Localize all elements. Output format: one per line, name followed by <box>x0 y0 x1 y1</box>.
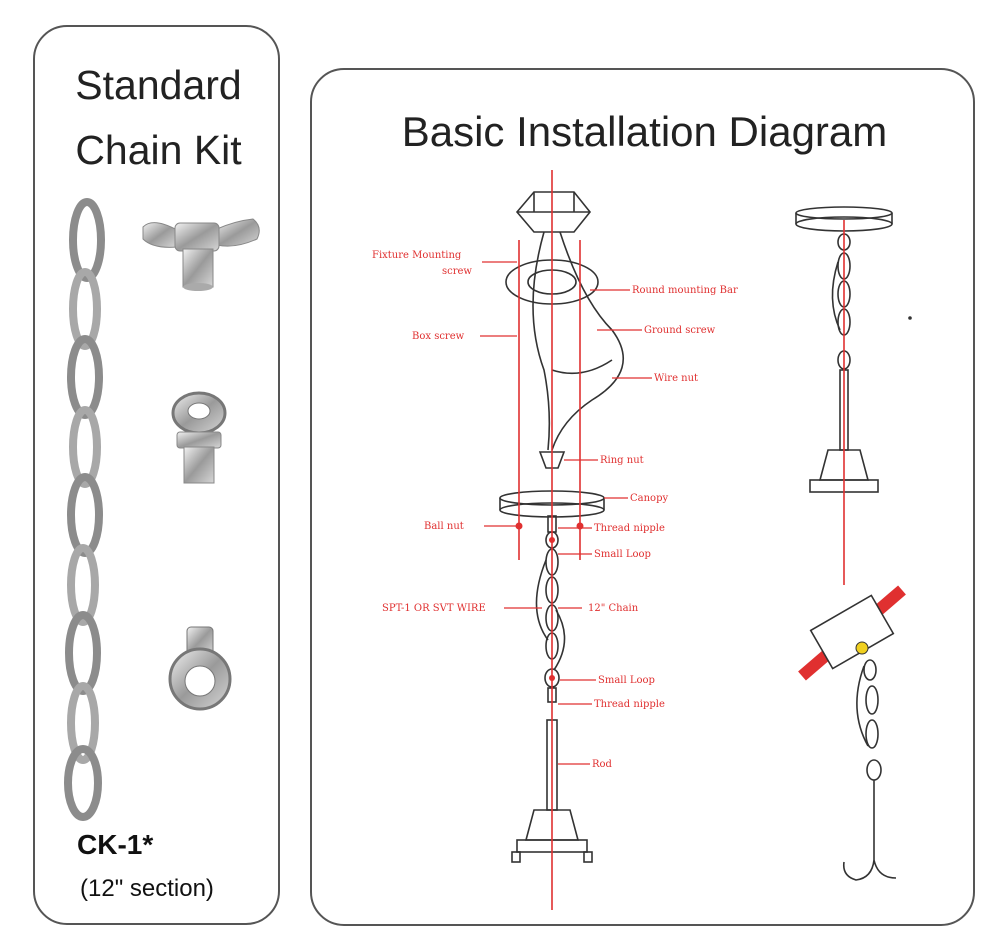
label-ground-screw: Ground screw <box>644 325 716 336</box>
label-wire-nut: Wire nut <box>654 373 698 384</box>
stray-dot <box>908 316 912 320</box>
label-canopy: Canopy <box>630 493 668 504</box>
label-box-screw: Box screw <box>412 331 465 342</box>
chain-link <box>69 198 105 282</box>
chain-link <box>67 682 99 764</box>
kit-title-line2: Chain Kit <box>75 127 242 173</box>
label-fixture-mounting-screw-2: screw <box>442 266 472 277</box>
chain-kit-panel: Standard Chain Kit <box>33 25 280 925</box>
label-thread-nipple-bottom: Thread nipple <box>594 699 665 710</box>
chain-link <box>69 268 101 350</box>
chain-link <box>67 473 103 557</box>
kit-section-length: (12" section) <box>80 875 214 902</box>
small-loop-part <box>171 391 227 484</box>
label-small-loop-top: Small Loop <box>594 549 651 560</box>
kit-title-line1: Standard <box>75 62 242 108</box>
label-round-mounting-bar: Round mounting Bar <box>632 285 738 296</box>
chain-link <box>67 335 103 419</box>
chain-kit-illustration <box>64 198 260 821</box>
label-thread-nipple-top: Thread nipple <box>594 523 665 534</box>
label-ball-nut: Ball nut <box>424 521 464 532</box>
hook-detail <box>798 585 906 881</box>
installation-diagram: Fixture Mounting screw Round mounting Ba… <box>372 170 912 910</box>
label-leaders <box>480 261 652 765</box>
label-small-loop-bottom: Small Loop <box>598 675 655 686</box>
ring-loop-part <box>168 626 232 711</box>
label-fixture-mounting-screw-1: Fixture Mounting <box>372 250 462 261</box>
label-dots <box>515 522 584 681</box>
label-ring-nut: Ring nut <box>600 455 644 466</box>
chain-links <box>64 198 105 821</box>
chain-link <box>64 745 102 821</box>
label-chain: 12" Chain <box>588 603 639 614</box>
kit-code: CK-1* <box>77 829 154 860</box>
chain-link <box>69 406 101 488</box>
diagram-title: Basic Installation Diagram <box>401 108 888 155</box>
label-rod: Rod <box>592 759 613 770</box>
chain-link <box>65 611 101 695</box>
wing-nut-part <box>142 218 260 291</box>
chain-link <box>67 544 99 626</box>
label-spt-wire: SPT-1 OR SVT WIRE <box>382 603 486 614</box>
installation-diagram-panel: Basic Installation Diagram <box>310 68 975 926</box>
